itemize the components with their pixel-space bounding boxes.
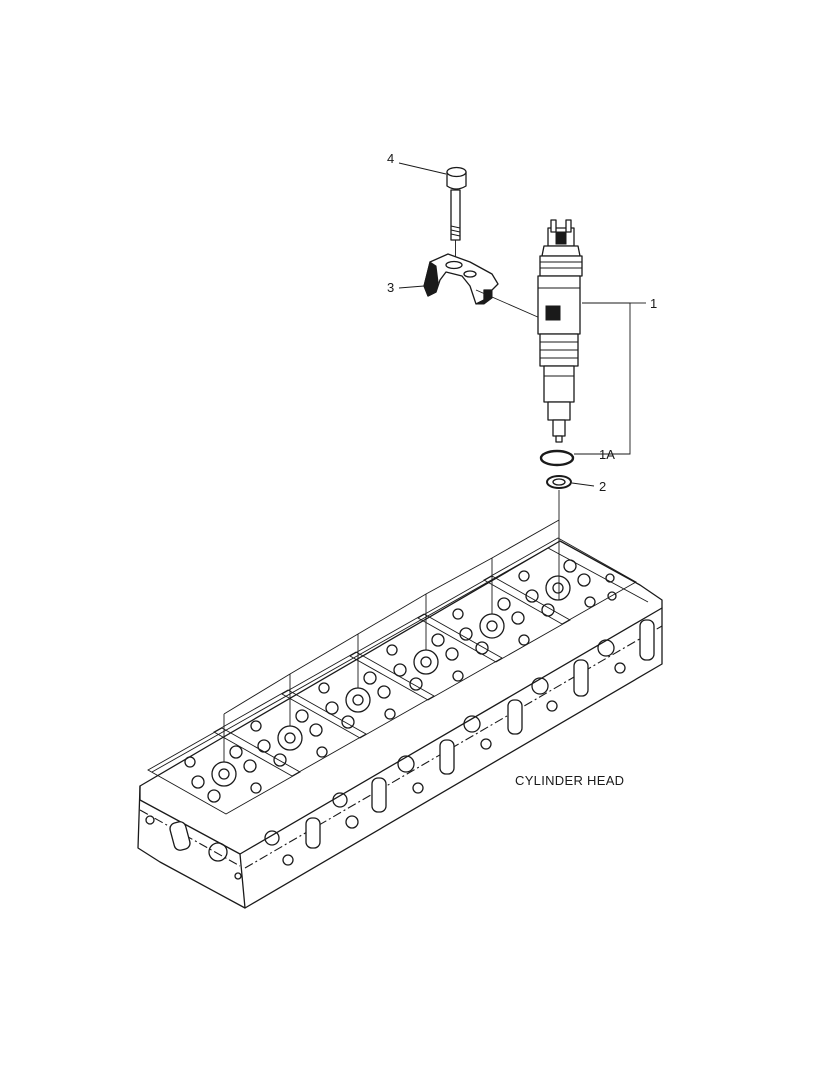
bolt	[446, 166, 467, 262]
callout-2: 2	[599, 479, 606, 494]
o-ring	[539, 449, 575, 467]
cylinder-station-5	[417, 558, 571, 663]
callout-1a: 1A	[599, 447, 615, 462]
injector	[537, 219, 631, 455]
cylinder-head-caption: CYLINDER HEAD	[515, 773, 624, 788]
cylinder-station-2	[213, 674, 367, 777]
callout-3: 3	[387, 280, 394, 295]
callout-4: 4	[387, 151, 394, 166]
callout-1: 1	[650, 296, 657, 311]
cylinder-station-1	[147, 714, 301, 815]
cylinder-head	[137, 519, 663, 909]
cylinder-station-4	[349, 594, 503, 701]
clamp	[423, 253, 541, 319]
cylinder-station-6	[483, 537, 637, 625]
washer	[546, 475, 595, 600]
cylinder-station-3	[281, 634, 435, 739]
side-ports	[145, 619, 655, 880]
